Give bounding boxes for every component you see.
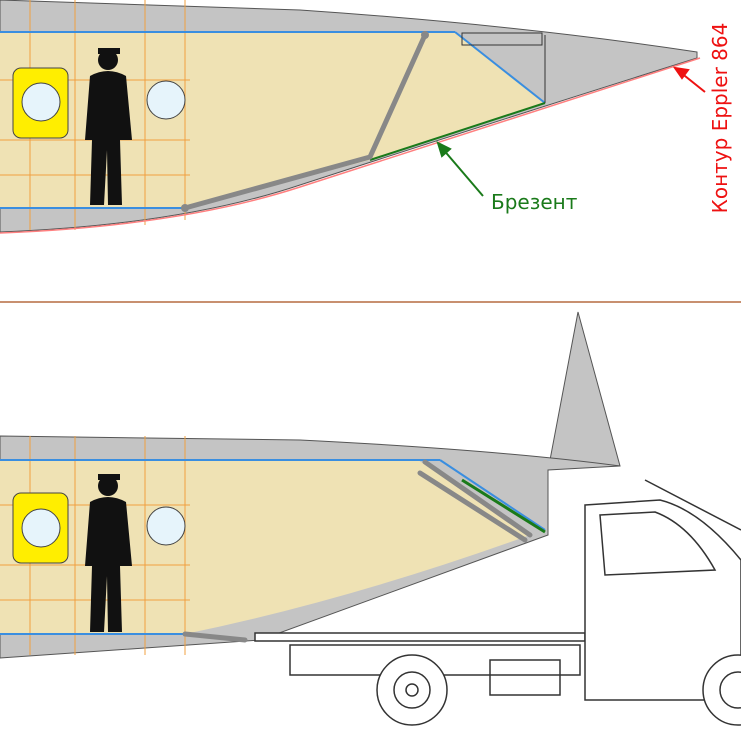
eppler-contour — [0, 57, 701, 234]
porthole — [146, 80, 186, 120]
truck-drawing — [254, 479, 741, 726]
bottom-hull-view — [0, 311, 741, 726]
contour-label-wrap: Контур Eppler 864 — [700, 10, 740, 225]
cargo-area — [0, 460, 530, 634]
tarp-line — [369, 102, 546, 161]
wheel — [376, 654, 448, 726]
frame-diagonal — [454, 31, 546, 104]
person-silhouette — [85, 48, 132, 205]
person-silhouette — [85, 474, 132, 632]
strut — [182, 32, 428, 211]
tarp-arrow-icon — [436, 141, 484, 197]
tarp-label: Брезент — [491, 190, 578, 214]
contour-arrow-icon — [672, 66, 706, 93]
contour-label: Контур Eppler 864 — [708, 22, 732, 213]
tail-fin — [549, 311, 621, 467]
top-hull-view — [0, 0, 706, 234]
porthole — [21, 82, 61, 122]
